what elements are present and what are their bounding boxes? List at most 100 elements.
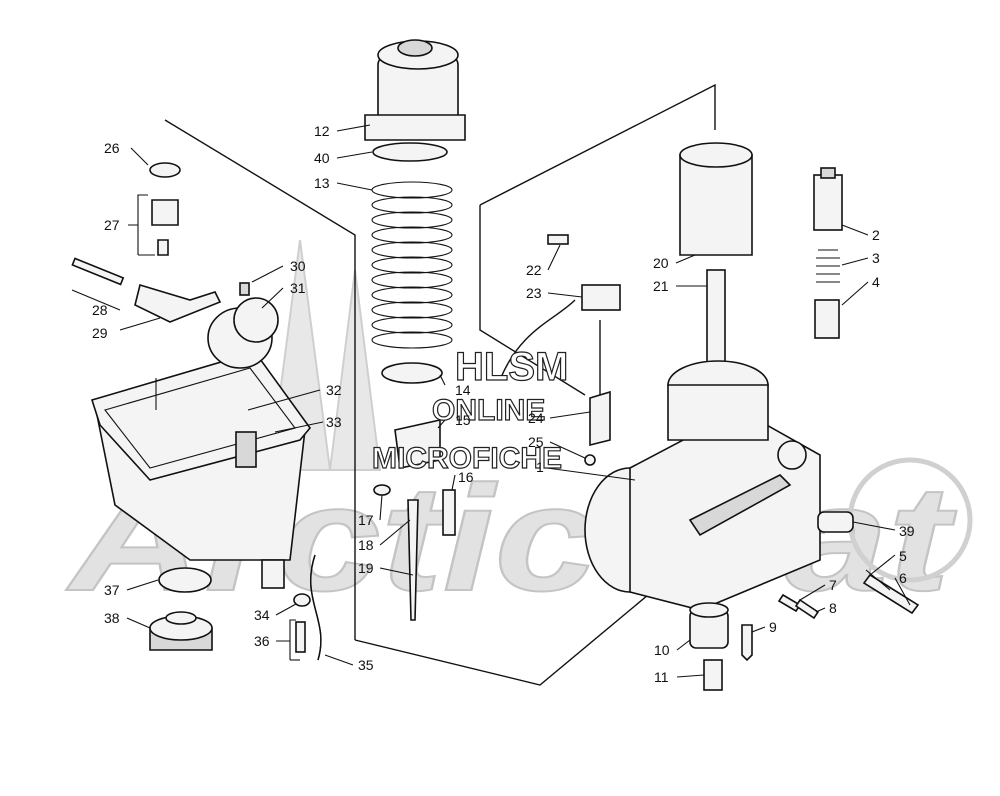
holder-10-top [689, 602, 729, 618]
main-jet-parts [689, 602, 753, 691]
callout-18: 18 [358, 537, 374, 553]
washer-7 [777, 593, 802, 613]
frame-mid-top [479, 205, 586, 396]
throttle-slide-20 [679, 154, 753, 256]
needle-seat-parts [149, 162, 181, 256]
drain-hose-35-inner [310, 554, 322, 661]
plunger-4 [814, 299, 840, 339]
watermark-line1: HLSM [455, 345, 568, 389]
drain-hose-parts [293, 554, 322, 661]
callout-15: 15 [455, 412, 471, 428]
float-arm [134, 283, 222, 323]
pilot-screw-6 [862, 573, 920, 615]
callout-9: 9 [769, 619, 777, 635]
cap-39 [817, 511, 854, 533]
float-pivot-pin [71, 257, 125, 286]
top-cap-12-nipple [397, 39, 433, 57]
callout-25: 25 [528, 434, 544, 450]
callout-40: 40 [314, 150, 330, 166]
callout-24: 24 [528, 410, 544, 426]
screw-25 [584, 454, 596, 466]
callout-26: 26 [104, 140, 120, 156]
callout-30: 30 [290, 258, 306, 274]
callout-23: 23 [526, 285, 542, 301]
needle-seat [151, 199, 179, 226]
needle-jet-21 [706, 269, 726, 371]
callout-27: 27 [104, 217, 120, 233]
drain-fitting [261, 559, 285, 589]
needle-holder-15 [394, 419, 441, 469]
carb-throttle-lever [688, 474, 792, 537]
callout-33: 33 [326, 414, 342, 430]
callout-28: 28 [92, 302, 108, 318]
watermark-line3: MICROFICHE [372, 442, 562, 475]
spring-3 [816, 249, 840, 283]
float-face [233, 297, 279, 343]
callout-1: 1 [536, 459, 544, 475]
screw-36 [295, 621, 306, 653]
callout-21: 21 [653, 278, 669, 294]
throttle-slide-parts [679, 142, 753, 371]
callout-22: 22 [526, 262, 542, 278]
callout-6: 6 [899, 570, 907, 586]
watermark-line2: ONLINE [432, 394, 545, 427]
callout-16: 16 [458, 469, 474, 485]
callout-leader-lines [71, 124, 911, 678]
callout-32: 32 [326, 382, 342, 398]
o-ring-37 [158, 567, 212, 593]
hlsm-watermark: HLSM ONLINE MICROFICHE [371, 344, 569, 475]
frame-left [164, 119, 356, 640]
callout-39: 39 [899, 523, 915, 539]
spring-13 [371, 181, 453, 349]
bracket-24 [589, 390, 611, 447]
screw-16 [442, 489, 456, 536]
spring-5 [865, 569, 891, 591]
sensor-23 [581, 284, 621, 311]
clip-17 [373, 484, 391, 496]
callout-12: 12 [314, 123, 330, 139]
drain-plug-cap [165, 611, 197, 625]
hose-clamp-34 [293, 593, 311, 607]
pilot-screw-parts [777, 569, 920, 620]
callout-13: 13 [314, 175, 330, 191]
jet-11 [703, 659, 723, 691]
callout-4: 4 [872, 274, 880, 290]
callout-38: 38 [104, 610, 120, 626]
callout-8: 8 [829, 600, 837, 616]
callout-29: 29 [92, 325, 108, 341]
top-cap-12-ring [364, 114, 466, 141]
carb-fuel-inlet [777, 440, 807, 470]
frame-bottom [354, 584, 661, 686]
jet-needle-18-19 [407, 499, 419, 621]
callout-31: 31 [290, 280, 306, 296]
callout-37: 37 [104, 582, 120, 598]
callout-19: 19 [358, 560, 374, 576]
top-cap-parts [364, 39, 466, 621]
callout-labels: 1 2 3 4 5 6 7 8 9 10 11 12 13 14 15 16 1… [92, 123, 915, 685]
carb-slide-chamber-wall [667, 384, 769, 441]
screw-8 [794, 598, 820, 620]
starter-plunger-parts [813, 167, 843, 339]
float-bowl-post [235, 431, 257, 468]
callout-34: 34 [254, 607, 270, 623]
callout-10: 10 [654, 642, 670, 658]
assembly-frame-lines [164, 83, 716, 686]
callout-5: 5 [899, 548, 907, 564]
callout-14: 14 [455, 382, 471, 398]
bowl-seal-parts [149, 567, 213, 651]
float-needle-valve [239, 282, 250, 296]
carburetor-body [584, 360, 854, 611]
o-ring-26 [149, 162, 181, 178]
float-bowl [90, 351, 312, 589]
float-assembly [71, 257, 279, 369]
plunger-nut-2-top [820, 167, 836, 179]
callout-20: 20 [653, 255, 669, 271]
throttle-slide-20-top [679, 142, 753, 168]
callout-17: 17 [358, 512, 374, 528]
plunger-nut-2 [813, 174, 843, 231]
callout-36: 36 [254, 633, 270, 649]
callout-35: 35 [358, 657, 374, 673]
callout-11: 11 [654, 669, 669, 685]
